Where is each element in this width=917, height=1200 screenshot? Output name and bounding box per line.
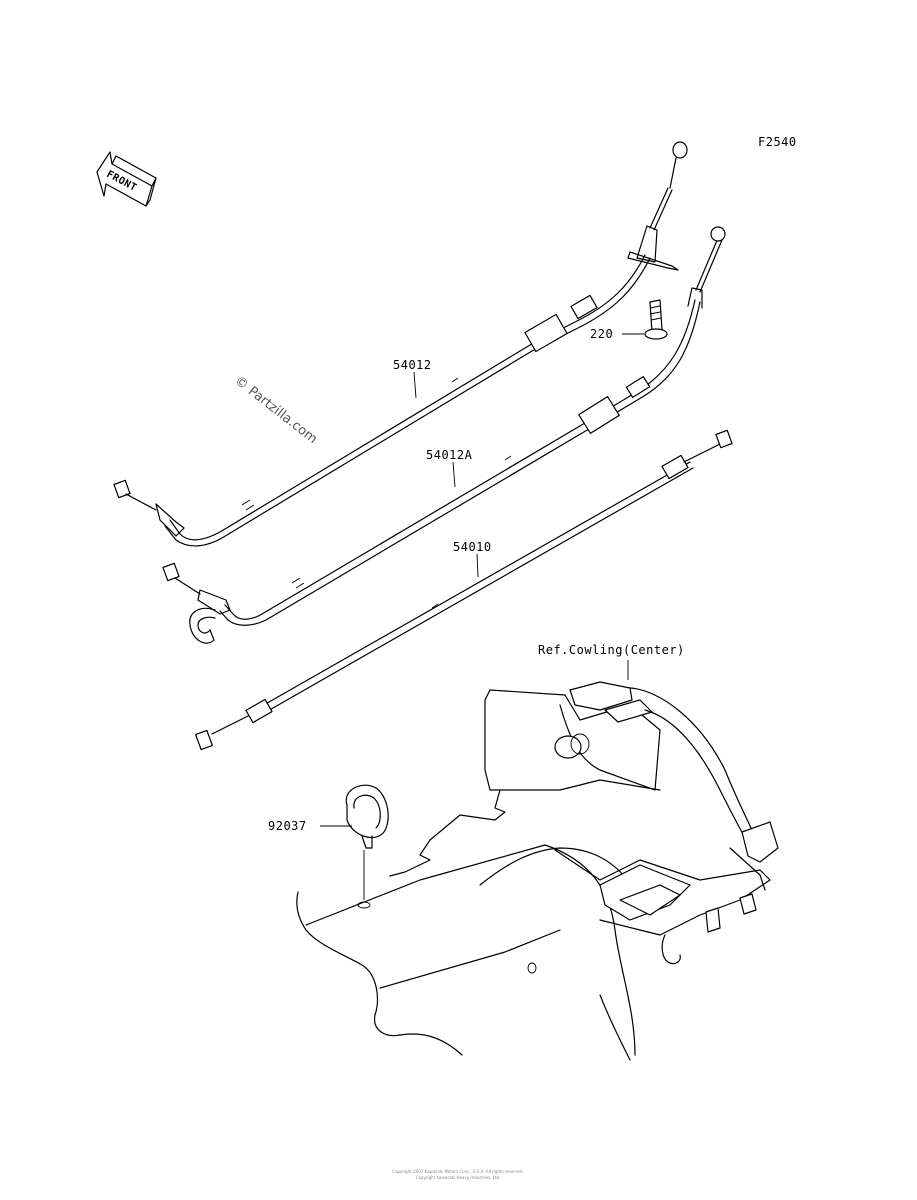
bolt-220: [644, 299, 668, 340]
diagram-code: F2540: [758, 135, 797, 149]
callout-54010: 54010: [453, 540, 492, 554]
footer-copyright-2: Copyright Kawasaki Heavy Industries, Ltd…: [416, 1175, 501, 1180]
callout-92037: 92037: [268, 819, 307, 833]
leader-lines: [320, 333, 644, 900]
callout-ref-cowling: Ref.Cowling(Center): [538, 643, 685, 657]
callout-220: 220: [590, 327, 613, 341]
cowling-center: [296, 681, 779, 1061]
callout-54012a: 54012A: [426, 448, 473, 462]
front-arrow-icon: FRONT: [96, 151, 157, 207]
cable-54012a: [162, 226, 726, 644]
footer-copyright-1: Copyright 2007 Kawasaki Motors Corp., U.…: [392, 1169, 523, 1174]
watermark: © Partzilla.com: [232, 373, 320, 447]
clamp-92037: [345, 784, 389, 909]
cable-54012: [113, 141, 688, 547]
callout-54012: 54012: [393, 358, 432, 372]
cable-54010: [195, 429, 733, 751]
